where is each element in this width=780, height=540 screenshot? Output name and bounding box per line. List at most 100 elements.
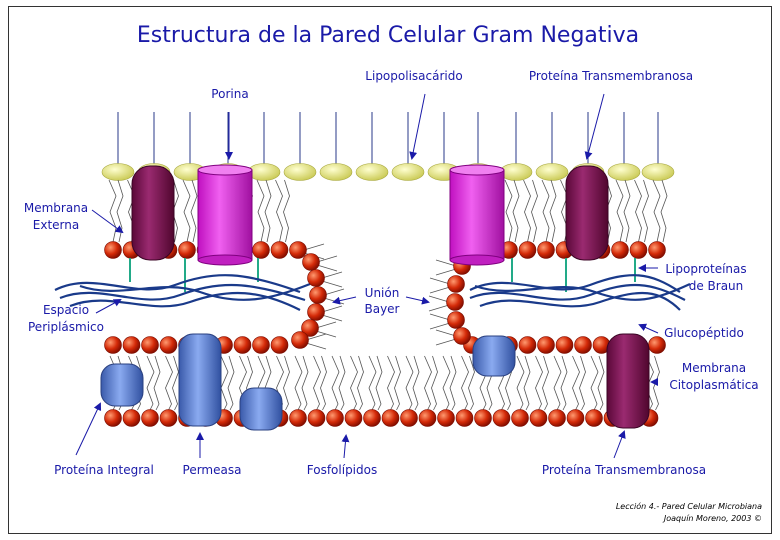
phospholipid-head (326, 409, 344, 427)
lps-head (355, 163, 389, 181)
lipopolysaccharide-chains (117, 112, 659, 166)
phospholipid-tail (597, 355, 605, 411)
phospholipid-tail (541, 179, 550, 243)
phospholipid-tail (294, 355, 303, 411)
phospholipid-head (529, 409, 548, 427)
label-fosfolipidos: Fosfolípidos (307, 463, 377, 477)
phospholipid-tail (642, 179, 649, 243)
phospholipid-head (307, 409, 326, 427)
junction-head (447, 311, 465, 329)
phospholipid-tail (431, 355, 438, 411)
phospholipid-tail (412, 355, 420, 411)
phospholipid-head (574, 336, 592, 354)
junction-tail (321, 314, 343, 322)
phospholipid-tail (516, 355, 525, 411)
transmembrane-protein-inner (606, 333, 650, 429)
phospholipid-head (270, 336, 289, 354)
junction-head (447, 275, 465, 293)
integral-protein-middle (239, 387, 283, 431)
phospholipid-tail (220, 355, 229, 411)
label-lipoproteinas-1: Lipoproteínas (665, 262, 746, 276)
phospholipid-head (141, 409, 159, 427)
junction-tail (428, 295, 450, 303)
junction-tail (429, 277, 451, 285)
label-lipopolisacarido: Lipopolisacárido (365, 69, 462, 83)
phospholipid-tail (338, 355, 346, 411)
phospholipid-tail (153, 355, 161, 411)
lps-head (283, 163, 317, 181)
phospholipid-tail (368, 355, 377, 411)
phospholipid-head (122, 336, 141, 354)
label-permeasa: Permeasa (183, 463, 242, 477)
junction-tail (323, 297, 345, 305)
junction-tail (429, 313, 451, 321)
label-glucopeptido: Glucopéptido (664, 326, 744, 340)
phospholipid-head (344, 409, 363, 427)
label-proteina-transmembranosa-top: Proteína Transmembranosa (529, 69, 693, 83)
junction-tail (435, 259, 457, 267)
phospholipid-head (104, 241, 122, 259)
phospholipid-head (548, 409, 566, 427)
phospholipid-tail (394, 355, 401, 411)
label-proteina-transmembranosa-bottom: Proteína Transmembranosa (542, 463, 706, 477)
phospholipid-tail (531, 179, 538, 243)
phospholipid-head (518, 241, 537, 259)
phospholipid-head (159, 409, 178, 427)
integral-protein-left (100, 363, 144, 407)
phospholipid-head (437, 409, 455, 427)
junction-tail (315, 321, 337, 329)
phospholipid-tail (375, 355, 383, 411)
integral-protein-right (472, 335, 516, 377)
phospholipid-tail (165, 355, 173, 411)
junction-tail (435, 338, 457, 346)
phospholipid-tail (357, 355, 364, 411)
label-membrana-cito-1: Membrana (682, 361, 746, 375)
transmembrane-protein-outer-left (131, 165, 175, 261)
lps-head (319, 163, 353, 181)
phospholipid-tail (542, 355, 549, 411)
phospholipid-head (400, 409, 418, 427)
lps-head (641, 163, 675, 181)
phospholipid-head (537, 336, 555, 354)
bayer-junction-tails (303, 243, 457, 350)
label-union-2: Bayer (364, 302, 399, 316)
phospholipid-head (178, 241, 196, 259)
phospholipid-head (381, 409, 400, 427)
phospholipid-tail (512, 179, 520, 243)
phospholipid-tail (424, 355, 432, 411)
porin-left (197, 164, 253, 266)
phospholipid-tail (116, 179, 124, 243)
phospholipid-tail (331, 355, 340, 411)
label-membrana-externa-2: Externa (33, 218, 79, 232)
bayer-junction-heads (289, 241, 471, 349)
phospholipid-tail (320, 355, 327, 411)
lps-head (535, 163, 569, 181)
junction-tail (305, 333, 327, 341)
phospholipid-head (252, 336, 270, 354)
phospholipid-tail (535, 355, 543, 411)
phospholipid-tail (652, 179, 661, 243)
phospholipid-head (474, 409, 492, 427)
credit-line-2: Joaquín Moreno, 2003 © (662, 514, 762, 523)
phospholipid-head (537, 241, 555, 259)
lps-head (101, 163, 135, 181)
junction-tail (303, 243, 325, 251)
phospholipid-tail (405, 355, 414, 411)
phospholipid-tail (190, 179, 198, 243)
phospholipid-tail (523, 355, 531, 411)
junction-head (446, 293, 464, 311)
phospholipid-head (270, 241, 289, 259)
junction-tail (316, 264, 338, 272)
junction-tail (321, 280, 343, 288)
phospholipid-tail (560, 355, 568, 411)
junction-head (302, 253, 320, 271)
phospholipid-head (252, 241, 270, 259)
phospholipid-head (648, 241, 666, 259)
phospholipid-tail (301, 355, 309, 411)
phospholipid-tail (461, 355, 469, 411)
diagram-title: Estructura de la Pared Celular Gram Nega… (137, 23, 639, 48)
phospholipid-tail (579, 355, 586, 411)
junction-tail (321, 305, 343, 313)
phospholipid-head (363, 409, 381, 427)
phospholipid-head (104, 409, 122, 427)
